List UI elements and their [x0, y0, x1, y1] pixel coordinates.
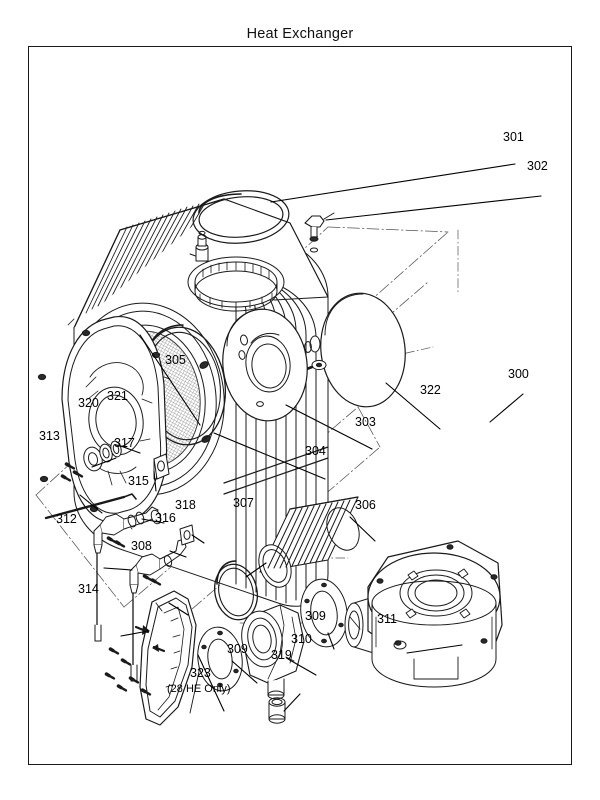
part-303-flanged-plate — [222, 308, 308, 422]
part-316-elbow-lower — [129, 538, 187, 682]
callout-310: 310 — [291, 632, 312, 646]
part-302-sensor-fitting — [304, 212, 335, 253]
exploded-diagram-canvas — [28, 47, 572, 765]
part-320-321-washers — [60, 440, 122, 483]
callout-320: 320 — [78, 396, 99, 410]
part-319-bushing — [268, 697, 286, 724]
callout-317: 317 — [114, 436, 135, 450]
part-311-blower-housing — [344, 540, 503, 688]
callout-321: 321 — [107, 389, 128, 403]
part-308-manifold-cover — [134, 590, 197, 726]
callout-306: 306 — [355, 498, 376, 512]
part-306-finned-tube — [258, 496, 360, 588]
callout-316: 316 — [155, 511, 176, 525]
part-315-elbow-upper — [93, 506, 159, 642]
title-bar: Heat Exchanger — [28, 22, 572, 47]
part-305-front-flange — [37, 316, 171, 530]
part-301-gasket-ring — [192, 190, 290, 244]
leader-lines — [79, 163, 542, 712]
callout-323: 323 — [190, 666, 211, 680]
callout-309-left: 309 — [227, 642, 248, 656]
callout-304: 304 — [305, 444, 326, 458]
part-307-round-gasket — [213, 560, 259, 621]
part-323-fasteners — [104, 647, 201, 714]
part-309-gasket-right — [300, 578, 348, 648]
callout-319: 319 — [271, 648, 292, 662]
part-317-bracket — [153, 453, 170, 480]
part-310-adapter-housing — [241, 604, 305, 700]
callout-307: 307 — [233, 496, 254, 510]
callout-308: 308 — [131, 539, 152, 553]
callout-305: 305 — [165, 353, 186, 367]
callout-301: 301 — [503, 130, 524, 144]
callout-322: 322 — [420, 383, 441, 397]
callout-318: 318 — [175, 498, 196, 512]
part-318-clip — [150, 509, 195, 546]
technical-illustration — [35, 163, 542, 726]
callout-300: 300 — [508, 367, 529, 381]
callout-311: 311 — [377, 612, 397, 626]
callout-313: 313 — [39, 429, 60, 443]
page-title: Heat Exchanger — [246, 26, 354, 42]
callout-315: 315 — [128, 474, 149, 488]
part-309-gasket-left — [197, 626, 243, 692]
callout-314: 314 — [78, 582, 99, 596]
callout-312: 312 — [56, 512, 77, 526]
callout-303: 303 — [355, 415, 376, 429]
callout-309-right: 309 — [305, 609, 326, 623]
callout-302: 302 — [527, 159, 548, 173]
part-322-cover-disc — [302, 292, 406, 408]
variant-note: (28 HE Only) — [167, 683, 231, 695]
part-313-thin-rod — [44, 493, 137, 520]
